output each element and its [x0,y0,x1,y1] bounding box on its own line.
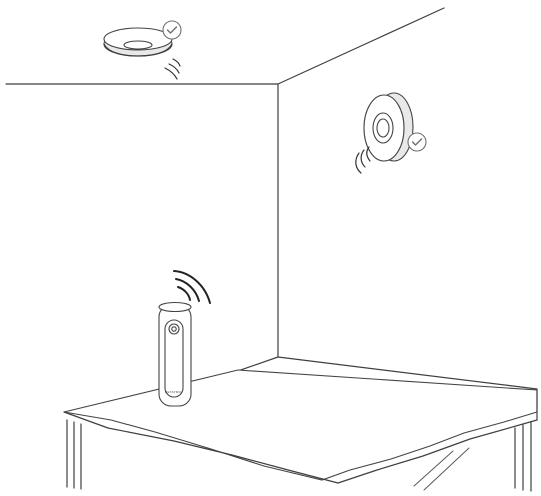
table-leg-left-front [67,420,81,489]
camera-top [159,303,191,312]
camera-wifi-icon [174,271,210,303]
co-alarm-check-icon [408,133,426,151]
smoke-detector-signal-icon [165,59,180,79]
room-outline [6,8,537,389]
table-leg-center-shadow [414,448,469,490]
camera-lens-core [172,327,176,331]
co-alarm-signal-icon [356,147,370,173]
ceiling-smoke-detector [104,21,181,79]
smoke-detector-inner-ring [124,41,152,49]
table-top [64,370,537,480]
ceiling-edge-right [278,8,444,84]
wall-co-alarm [356,93,426,173]
table-leg-right-front [515,422,531,491]
co-alarm-center [377,119,389,137]
camera-brand-text: NETATMO [165,390,182,394]
table [64,370,537,491]
smoke-detector-check-icon [163,21,181,39]
